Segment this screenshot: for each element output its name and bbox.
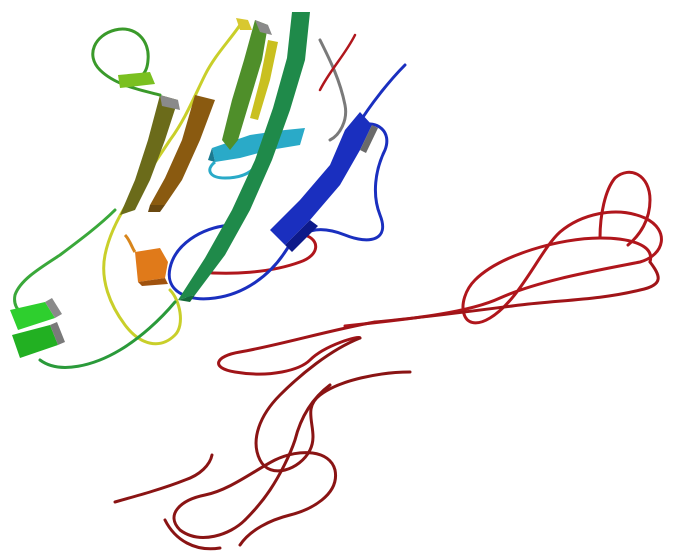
green-beta-strands xyxy=(178,12,310,302)
orange-coil xyxy=(125,235,135,252)
green-coil-left xyxy=(15,210,115,320)
gray-coil-top xyxy=(320,35,355,140)
olive-brown-strands xyxy=(120,95,215,215)
red-coil-bottom-loop xyxy=(174,453,336,545)
green-helix-band-2 xyxy=(12,325,58,358)
red-coil-left-tail xyxy=(115,455,212,502)
green-small-strand xyxy=(118,72,155,88)
red-coil-upper-loop xyxy=(345,212,661,326)
red-coil-region xyxy=(115,172,661,548)
orange-beta-strand xyxy=(125,235,168,286)
blue-coil-top xyxy=(358,65,405,125)
red-coil-bottom-extra xyxy=(165,520,220,549)
red-coil-top-right xyxy=(600,172,650,245)
red-coil-lower-1 xyxy=(256,338,410,471)
red-coil-left-sweep xyxy=(219,322,375,374)
